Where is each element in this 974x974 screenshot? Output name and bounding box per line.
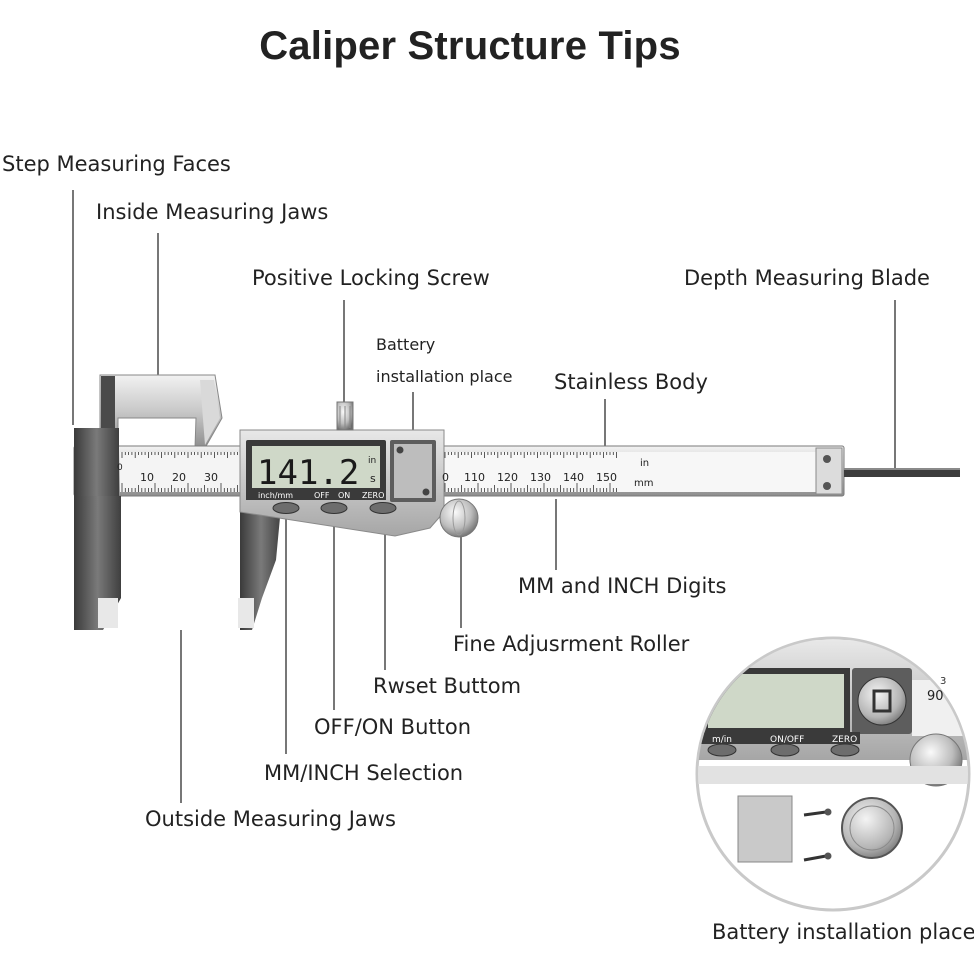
inset-btn-onoff: ON/OFF (770, 735, 804, 745)
scale-num-right-2: 120 (497, 471, 518, 484)
btn-label-zero: ZERO (362, 491, 384, 500)
battery-inset: 3 90 m/in ON/OFF ZERO (695, 636, 971, 912)
label-outside-measuring-jaws: Outside Measuring Jaws (145, 807, 396, 831)
inset-scale-num: 90 (927, 689, 944, 704)
leader-lines (72, 190, 896, 803)
mm-inch-button (272, 502, 300, 514)
svg-text:3: 3 (940, 676, 946, 687)
label-step-measuring-faces: Step Measuring Faces (2, 152, 231, 176)
inset-btn-zero: ZERO (832, 735, 857, 745)
label-mm-inch-digits: MM and INCH Digits (518, 574, 727, 598)
label-stainless-body: Stainless Body (554, 370, 708, 394)
scale-num-right-1: 110 (464, 471, 485, 484)
page-title: Caliper Structure Tips (259, 24, 681, 68)
scale-unit-in: in (640, 458, 649, 469)
outside-jaws (74, 496, 282, 630)
zero-button (369, 502, 397, 514)
scale-unit-mm: mm (634, 478, 653, 489)
scale-num-left-3: 30 (204, 471, 218, 484)
lcd-reading: 141.2 (257, 453, 359, 493)
lcd-unit-s: s (370, 472, 376, 485)
scale-num-left-2: 20 (172, 471, 186, 484)
fine-adjust-roller (439, 498, 479, 538)
label-inside-measuring-jaws: Inside Measuring Jaws (96, 200, 329, 224)
label-off-on-button: OFF/ON Button (314, 715, 472, 739)
battery-cover-plate (737, 795, 793, 863)
lcd-unit-in: in (368, 456, 376, 466)
btn-label-on: ON (338, 491, 350, 500)
label-battery-small-1: Battery (376, 335, 436, 354)
depth-blade (844, 468, 960, 477)
scale-num-right-3: 130 (530, 471, 551, 484)
btn-label-off: OFF (314, 491, 330, 500)
scale-ticks-left (121, 452, 238, 492)
scale-num-right-0: 0 (442, 471, 449, 484)
caliper-head (239, 401, 479, 538)
label-depth-measuring-blade: Depth Measuring Blade (684, 266, 930, 290)
scale-num-right-5: 150 (596, 471, 617, 484)
btn-label-inch-mm: inch/mm (258, 491, 293, 500)
label-reset-button: Rwset Buttom (373, 674, 522, 698)
coin-battery (841, 797, 903, 859)
scale-num-left-1: 10 (140, 471, 154, 484)
lcd-screen (252, 446, 380, 490)
label-fine-adjustment-roller: Fine Adjusrment Roller (453, 632, 690, 656)
label-positive-locking-screw: Positive Locking Screw (252, 266, 490, 290)
label-battery-small-2: installation place (376, 367, 513, 386)
scale-num-right-4: 140 (563, 471, 584, 484)
label-mm-inch-selection: MM/INCH Selection (264, 761, 464, 785)
scale-ticks-right (444, 452, 617, 492)
off-on-button (320, 502, 348, 514)
label-battery-installation-place: Battery installation place (712, 920, 974, 944)
scale-num-left-0: 0 (117, 463, 123, 473)
inset-btn-mm-in: m/in (712, 735, 732, 745)
